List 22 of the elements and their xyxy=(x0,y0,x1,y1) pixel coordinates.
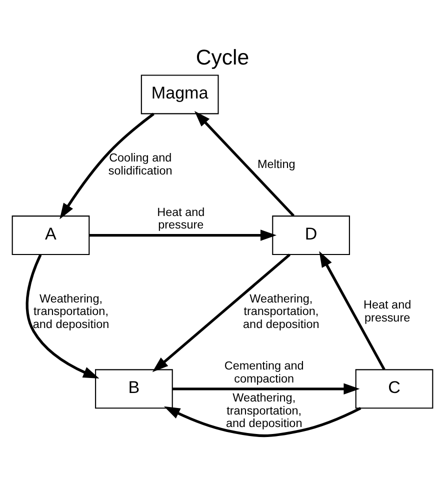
node-box: Magma xyxy=(140,74,219,114)
edge-label: Weathering, transportation, and deposition xyxy=(226,392,302,430)
diagram-title: Cycle xyxy=(196,46,250,70)
edge-label: Weathering, transportation, and deposition xyxy=(243,292,320,331)
node-box: A xyxy=(12,216,90,256)
arrow xyxy=(89,230,277,241)
arrow xyxy=(164,406,362,438)
arrow xyxy=(152,254,291,372)
edge-label: Weathering, transportation, and deposition xyxy=(32,292,110,331)
edge-label: Cementing and compaction xyxy=(224,360,304,386)
arrow xyxy=(319,251,386,370)
node-box: D xyxy=(272,216,350,256)
arrow xyxy=(194,111,295,217)
arrow xyxy=(60,112,154,220)
edge-label: Heat and pressure xyxy=(157,206,205,232)
edge-label: Cooling and solidification xyxy=(108,151,172,178)
edge-label: Heat and pressure xyxy=(364,298,412,324)
arrow xyxy=(172,383,360,395)
node-box: C xyxy=(355,369,434,409)
arrow xyxy=(26,254,100,378)
edge-label: Melting xyxy=(257,158,296,171)
node-box: B xyxy=(95,369,173,409)
